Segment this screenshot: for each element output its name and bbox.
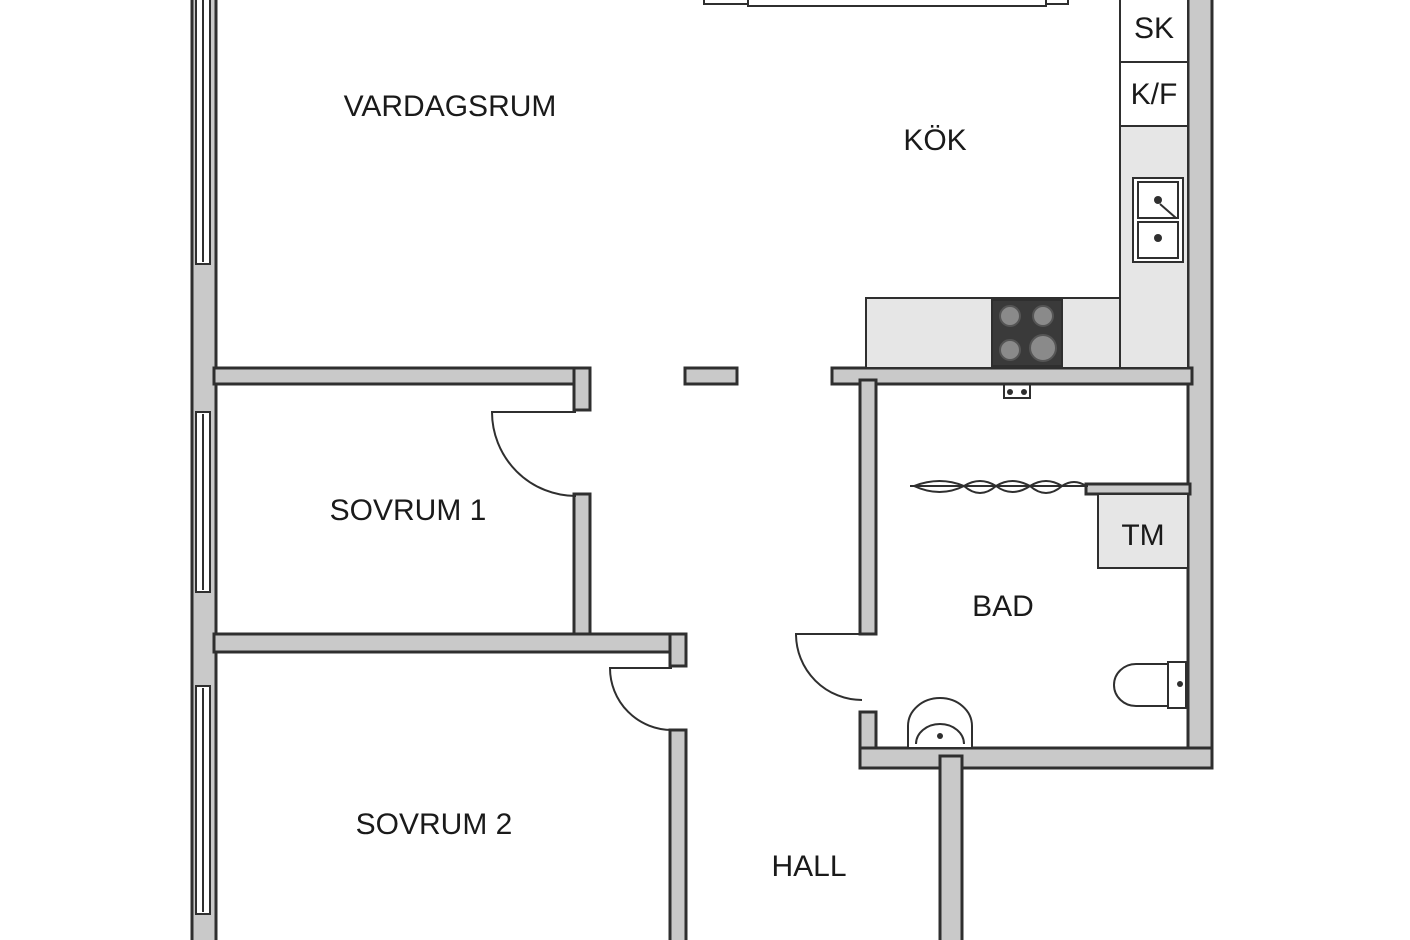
wall-stub [683, 366, 739, 386]
fridge-kf [1119, 61, 1189, 127]
door-sovrum-2 [608, 667, 673, 731]
wall-bad-partition [1084, 482, 1192, 496]
exterior-walls [190, 0, 1214, 940]
appliance-labels: SK K/F TM [1121, 12, 1177, 552]
wall-vardagsrum-sovrum1 [212, 366, 590, 386]
stove-icon [991, 299, 1063, 367]
kitchen [703, 0, 1189, 369]
wall-sovrum1-sovrum2 [212, 632, 688, 654]
freezer-sk [1119, 0, 1189, 63]
room-label-sovrum-1: SOVRUM 1 [330, 494, 487, 527]
shower-head-icon [1003, 384, 1031, 399]
windows [195, 0, 211, 915]
shower-curtain-icon [910, 480, 1088, 494]
room-label-sovrum-2: SOVRUM 2 [356, 808, 513, 841]
wall-sovrum2-corner [668, 632, 688, 668]
wall-sovrum1-right [572, 492, 592, 638]
appliance-label-tm: TM [1121, 519, 1164, 552]
wall-hall-right [938, 754, 964, 940]
wall-sovrum1-corner [572, 366, 592, 412]
bathroom [907, 384, 1189, 749]
appliance-label-kf: K/F [1131, 78, 1178, 111]
door-sovrum-1 [490, 411, 577, 497]
doors [490, 411, 863, 731]
toilet-icon [1113, 661, 1187, 709]
sink-icon [1132, 177, 1184, 263]
door-bad [794, 633, 863, 701]
room-label-hall: HALL [771, 850, 846, 883]
room-label-bad: BAD [972, 590, 1034, 623]
washbasin-icon [907, 697, 973, 749]
room-labels: VARDAGSRUM KÖK SOVRUM 1 SOVRUM 2 BAD HAL… [330, 90, 1034, 883]
wall-bad-left-upper [858, 378, 878, 636]
wall-bad-bottom [858, 746, 1214, 770]
room-label-vardagsrum: VARDAGSRUM [344, 90, 557, 123]
washing-machine-tm [1097, 493, 1189, 569]
wall-kok-bad [830, 366, 1194, 386]
appliance-label-sk: SK [1134, 12, 1174, 45]
room-label-kok: KÖK [903, 124, 966, 157]
interior-walls [212, 366, 1214, 940]
wall-sovrum2-right [668, 728, 688, 940]
